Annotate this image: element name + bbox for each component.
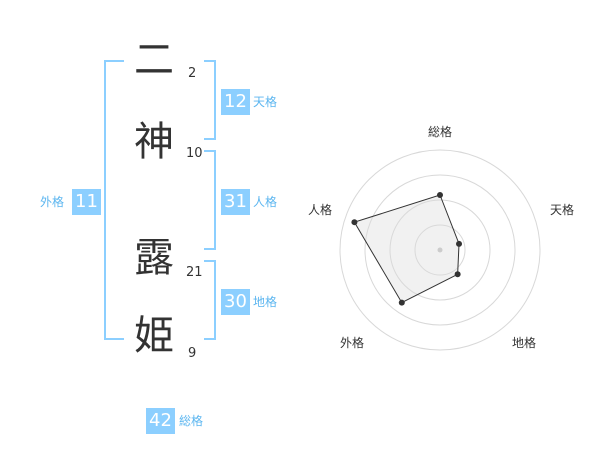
radar-ring bbox=[389, 199, 491, 301]
gaikaku-label: 外格 bbox=[40, 195, 65, 209]
name-char-2: 神 bbox=[134, 119, 174, 165]
radar-label-jinkaku: 人格 bbox=[308, 203, 333, 217]
radar-polygon bbox=[353, 194, 460, 304]
jinkaku-bracket bbox=[204, 150, 216, 250]
radar-point-3 bbox=[454, 271, 461, 278]
radar-center bbox=[437, 247, 443, 253]
name-char-4: 姫 bbox=[134, 313, 174, 359]
tenkaku-value: 12 bbox=[221, 89, 250, 115]
radar-label-chikaku: 地格 bbox=[512, 336, 537, 350]
soukaku-label: 総格 bbox=[179, 414, 204, 428]
radar-ring bbox=[414, 224, 466, 276]
tenkaku-bracket bbox=[204, 60, 216, 140]
chikaku-label: 地格 bbox=[253, 295, 278, 309]
radar-ring bbox=[364, 174, 516, 326]
radar-ring bbox=[339, 149, 541, 351]
radar-point-5 bbox=[351, 219, 358, 226]
stroke-count-4: 9 bbox=[188, 346, 197, 361]
radar-point-4 bbox=[398, 299, 405, 306]
radar-point-2 bbox=[456, 240, 463, 247]
radar-point-1 bbox=[437, 192, 443, 198]
name-char-3: 露 bbox=[134, 235, 174, 281]
soukaku-value: 42 bbox=[146, 408, 175, 434]
stroke-count-2: 10 bbox=[186, 146, 203, 161]
gaikaku-value: 11 bbox=[72, 189, 101, 215]
stroke-count-1: 2 bbox=[188, 66, 197, 81]
jinkaku-label: 人格 bbox=[253, 195, 278, 209]
radar-label-gaikaku: 外格 bbox=[340, 336, 365, 350]
stroke-count-3: 21 bbox=[186, 265, 203, 280]
jinkaku-value: 31 bbox=[221, 189, 250, 215]
radar-label-soukaku: 総格 bbox=[428, 125, 453, 139]
gaikaku-bracket bbox=[104, 60, 124, 340]
radar-label-tenkaku: 天格 bbox=[550, 203, 575, 217]
tenkaku-label: 天格 bbox=[253, 95, 278, 109]
name-char-1: 二 bbox=[134, 37, 174, 83]
radar-chart bbox=[339, 149, 541, 351]
chikaku-value: 30 bbox=[221, 289, 250, 315]
chikaku-bracket bbox=[204, 260, 216, 340]
